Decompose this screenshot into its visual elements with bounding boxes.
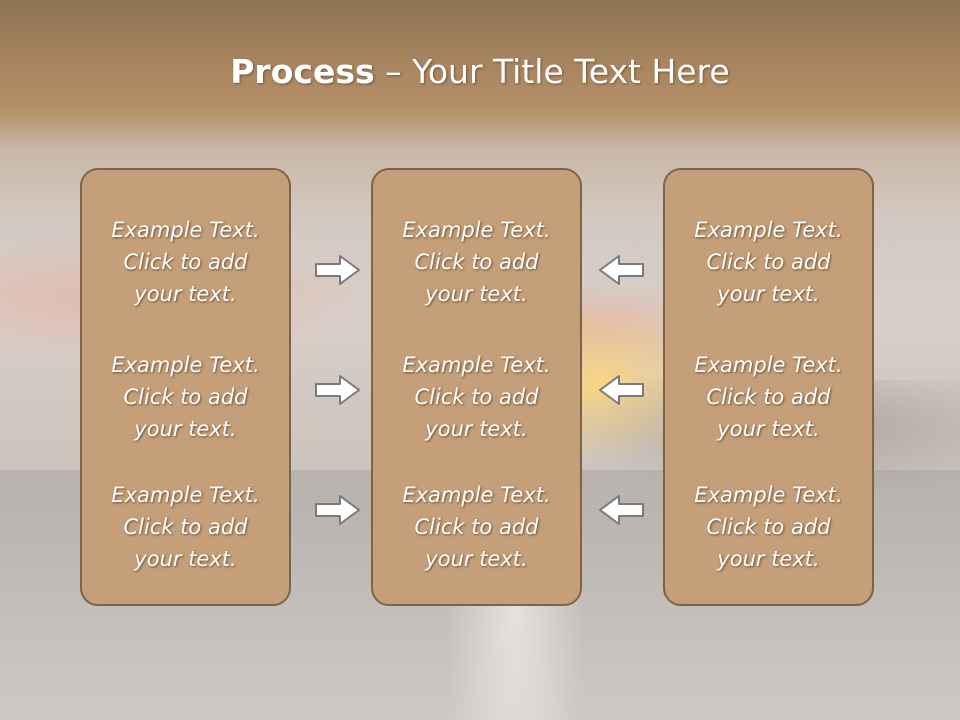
- text-line: Example Text.: [111, 353, 260, 377]
- text-line: your text.: [134, 547, 237, 571]
- text-line: your text.: [425, 547, 528, 571]
- text-line: Click to add: [123, 385, 248, 409]
- text-line: your text.: [134, 282, 237, 306]
- text-line: Example Text.: [694, 353, 843, 377]
- text-block[interactable]: Example Text. Click to add your text.: [665, 214, 872, 310]
- text-line: Example Text.: [111, 483, 260, 507]
- text-block[interactable]: Example Text. Click to add your text.: [373, 214, 580, 310]
- arrow-left-icon: [599, 255, 644, 285]
- text-line: your text.: [717, 547, 820, 571]
- text-line: Click to add: [706, 385, 831, 409]
- text-line: Click to add: [706, 515, 831, 539]
- arrow-left-icon: [599, 375, 644, 405]
- text-block[interactable]: Example Text. Click to add your text.: [82, 214, 289, 310]
- text-line: Example Text.: [402, 483, 551, 507]
- text-line: Example Text.: [111, 218, 260, 242]
- text-line: your text.: [717, 417, 820, 441]
- text-block[interactable]: Example Text. Click to add your text.: [82, 349, 289, 445]
- text-block[interactable]: Example Text. Click to add your text.: [665, 479, 872, 575]
- text-line: Example Text.: [402, 218, 551, 242]
- slide-title[interactable]: Process – Your Title Text Here: [0, 52, 960, 91]
- text-block[interactable]: Example Text. Click to add your text.: [373, 349, 580, 445]
- text-line: your text.: [425, 417, 528, 441]
- text-line: Click to add: [414, 250, 539, 274]
- text-block[interactable]: Example Text. Click to add your text.: [665, 349, 872, 445]
- process-box-right[interactable]: Example Text. Click to add your text. Ex…: [663, 168, 874, 606]
- process-box-left[interactable]: Example Text. Click to add your text. Ex…: [80, 168, 291, 606]
- title-bold: Process: [230, 52, 375, 91]
- arrow-right-icon: [315, 495, 360, 525]
- text-line: Click to add: [414, 385, 539, 409]
- arrow-left-icon: [599, 495, 644, 525]
- text-line: Click to add: [414, 515, 539, 539]
- arrow-right-icon: [315, 255, 360, 285]
- text-block[interactable]: Example Text. Click to add your text.: [373, 479, 580, 575]
- arrow-right-icon: [315, 375, 360, 405]
- text-line: Example Text.: [694, 218, 843, 242]
- text-line: Click to add: [706, 250, 831, 274]
- text-line: Click to add: [123, 515, 248, 539]
- text-block[interactable]: Example Text. Click to add your text.: [82, 479, 289, 575]
- text-line: your text.: [717, 282, 820, 306]
- process-box-center[interactable]: Example Text. Click to add your text. Ex…: [371, 168, 582, 606]
- text-line: Click to add: [123, 250, 248, 274]
- text-line: your text.: [134, 417, 237, 441]
- text-line: your text.: [425, 282, 528, 306]
- text-line: Example Text.: [694, 483, 843, 507]
- title-rest: – Your Title Text Here: [374, 52, 730, 91]
- text-line: Example Text.: [402, 353, 551, 377]
